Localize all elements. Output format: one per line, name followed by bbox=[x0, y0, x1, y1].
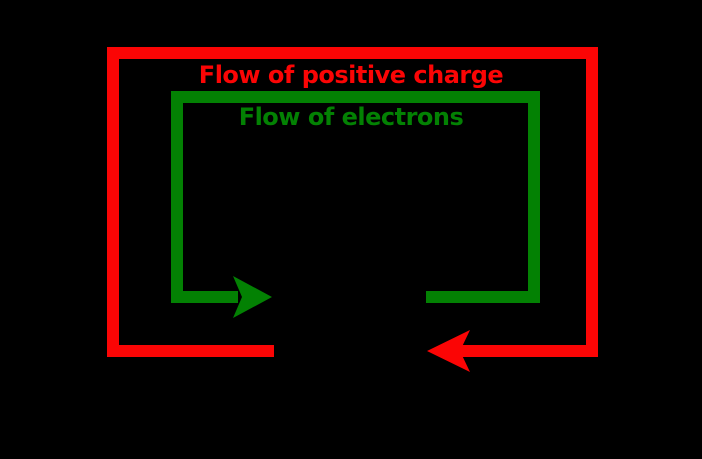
positive-charge-label: Flow of positive charge bbox=[198, 61, 504, 89]
arrow-right-icon bbox=[233, 276, 272, 318]
electron-loop-wire bbox=[171, 91, 540, 303]
positive-charge-loop-wire bbox=[107, 47, 598, 357]
arrow-left-icon bbox=[427, 330, 470, 372]
electrons-label: Flow of electrons bbox=[238, 103, 464, 131]
